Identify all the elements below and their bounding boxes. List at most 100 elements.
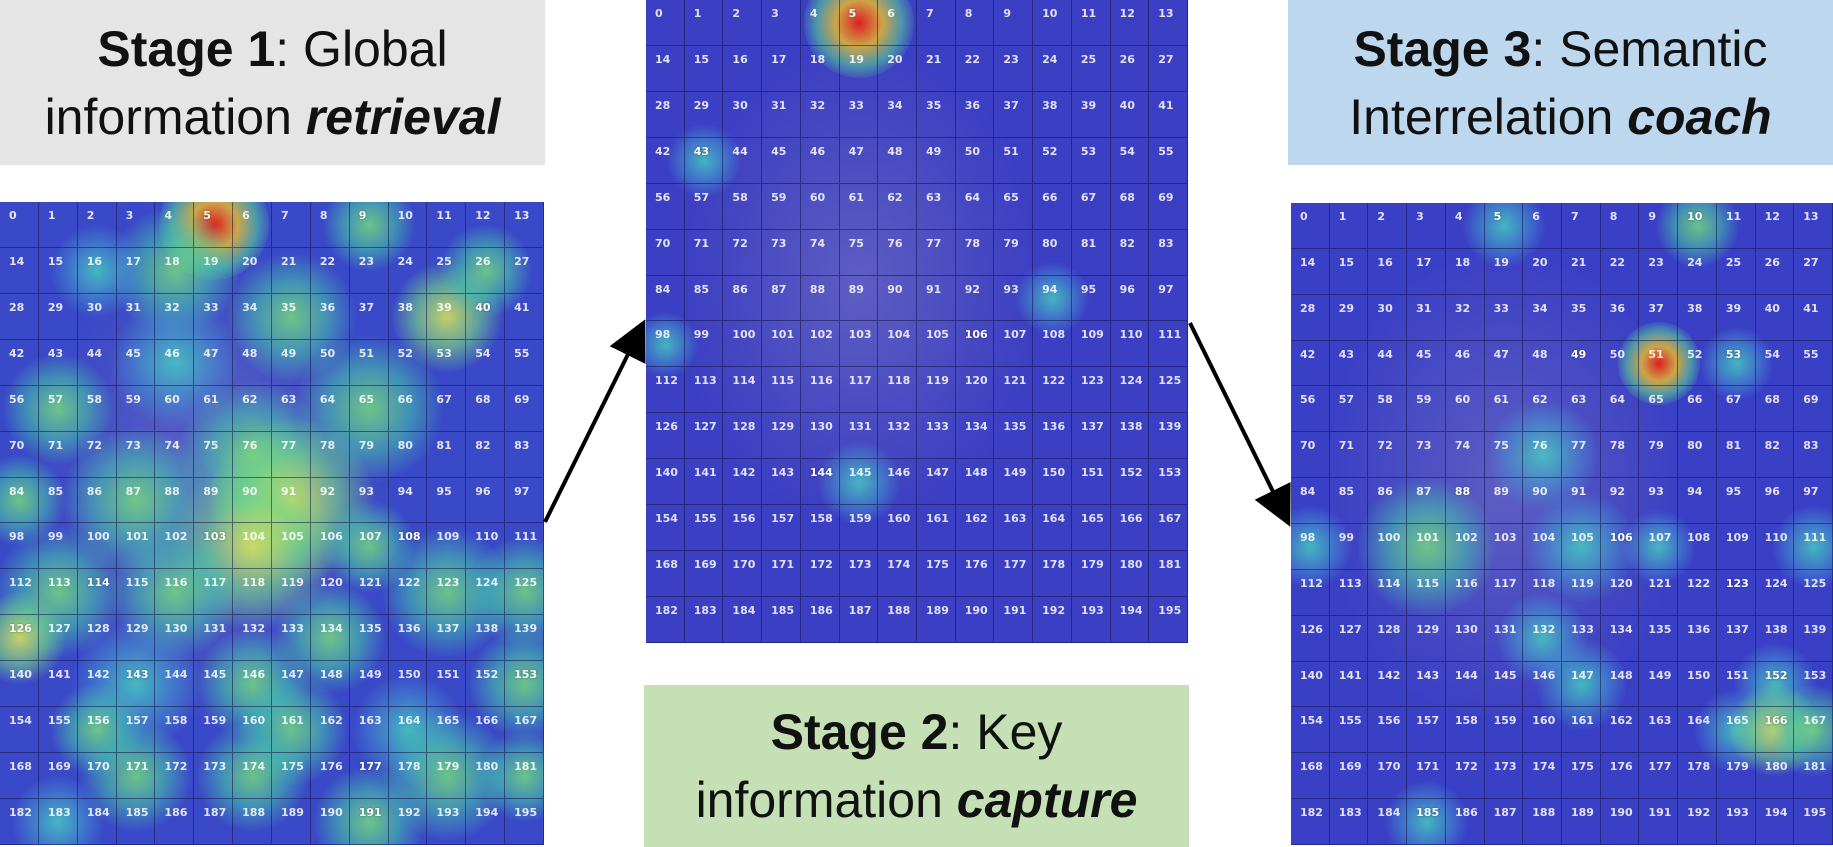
grid-cell: 71 <box>684 229 724 276</box>
grid-cell: 33 <box>1484 294 1524 341</box>
grid-cell: 12 <box>1755 203 1795 249</box>
grid-cell: 44 <box>1368 340 1408 387</box>
grid-cell: 133 <box>917 413 956 460</box>
grid-cell: 166 <box>1110 505 1150 552</box>
grid-cell: 175 <box>917 551 956 598</box>
grid-cell: 13 <box>1149 0 1188 46</box>
grid-cell: 26 <box>1110 45 1150 92</box>
grid-cell: 52 <box>1033 137 1072 184</box>
grid-cell: 116 <box>800 367 840 414</box>
grid-cell: 78 <box>955 229 995 276</box>
grid-cell: 25 <box>1071 45 1111 92</box>
grid-cell: 32 <box>1445 294 1485 341</box>
grid-cell: 49 <box>917 137 956 184</box>
grid-cell: 121 <box>994 367 1034 414</box>
grid-cell: 157 <box>762 505 801 552</box>
grid-cell: 175 <box>1562 753 1601 800</box>
grid-cell: 17 <box>762 45 801 92</box>
grid-cell: 49 <box>1562 340 1601 387</box>
grid-cell: 40 <box>1755 294 1795 341</box>
grid-cell: 189 <box>917 597 956 643</box>
grid-cell: 96 <box>466 477 506 524</box>
stage-2-keyword: capture <box>956 772 1138 828</box>
grid-cell: 173 <box>839 551 879 598</box>
stage-2-desc: information <box>695 772 957 828</box>
grid-cell: 105 <box>917 321 956 368</box>
grid-cell: 73 <box>1407 432 1446 479</box>
stage-3-label: Stage 3: Semantic Interrelation coach <box>1288 0 1833 165</box>
grid-cell: 128 <box>1368 615 1408 662</box>
grid-cell: 140 <box>1291 661 1330 708</box>
grid-cell: 154 <box>0 707 39 754</box>
grid-cell: 178 <box>1033 551 1072 598</box>
grid-cell: 59 <box>1407 386 1446 433</box>
grid-cell: 68 <box>466 385 506 432</box>
grid-cell: 184 <box>723 597 763 643</box>
grid-cell: 135 <box>994 413 1034 460</box>
grid-cell: 47 <box>839 137 879 184</box>
grid-cell: 137 <box>1071 413 1111 460</box>
grid-cell: 22 <box>955 45 995 92</box>
grid-cell: 60 <box>1445 386 1485 433</box>
grid-cell: 0 <box>1291 203 1330 249</box>
grid-cell: 185 <box>762 597 801 643</box>
grid-cell: 69 <box>505 385 544 432</box>
grid-cell: 112 <box>646 367 685 414</box>
grid-cell: 74 <box>1445 432 1485 479</box>
grid-cell: 143 <box>1407 661 1446 708</box>
grid-cell: 28 <box>646 91 685 138</box>
grid-cell: 181 <box>1149 551 1188 598</box>
grid-cell: 29 <box>1329 294 1369 341</box>
grid-cell: 119 <box>917 367 956 414</box>
grid-cell: 173 <box>1484 753 1524 800</box>
grid-cell: 127 <box>684 413 724 460</box>
grid-cell: 82 <box>466 431 506 478</box>
grid-cell: 142 <box>723 459 763 506</box>
grid-cell: 117 <box>839 367 879 414</box>
grid-cell: 46 <box>800 137 840 184</box>
grid-cell: 156 <box>723 505 763 552</box>
grid-cell: 51 <box>994 137 1034 184</box>
grid-cell: 50 <box>955 137 995 184</box>
grid-cell: 113 <box>684 367 724 414</box>
grid-cell: 24 <box>1033 45 1072 92</box>
grid-cell: 2 <box>1368 203 1408 249</box>
grid-cell: 72 <box>1368 432 1408 479</box>
grid-cell: 118 <box>878 367 917 414</box>
grid-cell: 161 <box>917 505 956 552</box>
grid-cell: 63 <box>917 183 956 230</box>
grid-cell: 182 <box>1291 799 1330 845</box>
grid-cell: 70 <box>646 229 685 276</box>
grid-cell: 21 <box>1562 248 1601 295</box>
grid-cell: 39 <box>1071 91 1111 138</box>
grid-cell: 80 <box>1678 432 1717 479</box>
grid-cell: 169 <box>684 551 724 598</box>
grid-cell: 7 <box>272 202 311 248</box>
grid-cell: 16 <box>723 45 763 92</box>
stage-2-title: Stage 2 <box>770 704 949 760</box>
grid-cell: 23 <box>994 45 1034 92</box>
grid-cell: 193 <box>1071 597 1111 643</box>
grid-cell: 1 <box>684 0 724 46</box>
grid-cell: 16 <box>1368 248 1408 295</box>
grid-cell: 114 <box>723 367 763 414</box>
grid-cell: 141 <box>684 459 724 506</box>
stage-1-keyword: retrieval <box>305 88 501 145</box>
grid-cell: 97 <box>1149 275 1188 322</box>
grid-cell: 109 <box>1716 524 1756 570</box>
grid-cell: 159 <box>1484 707 1524 754</box>
grid-cell: 155 <box>1329 707 1369 754</box>
grid-cell: 99 <box>684 321 724 368</box>
grid-cell: 28 <box>1291 294 1330 341</box>
grid-cell: 71 <box>1329 432 1369 479</box>
grid-cell: 142 <box>1368 661 1408 708</box>
grid-cell: 171 <box>762 551 801 598</box>
grid-cell: 96 <box>1110 275 1150 322</box>
grid-cell: 150 <box>1033 459 1072 506</box>
grid-cell: 8 <box>955 0 995 46</box>
grid-cell: 194 <box>1110 597 1150 643</box>
grid-cell: 95 <box>427 477 467 524</box>
grid-cell: 30 <box>723 91 763 138</box>
grid-cell: 157 <box>1407 707 1446 754</box>
grid-cell: 77 <box>917 229 956 276</box>
